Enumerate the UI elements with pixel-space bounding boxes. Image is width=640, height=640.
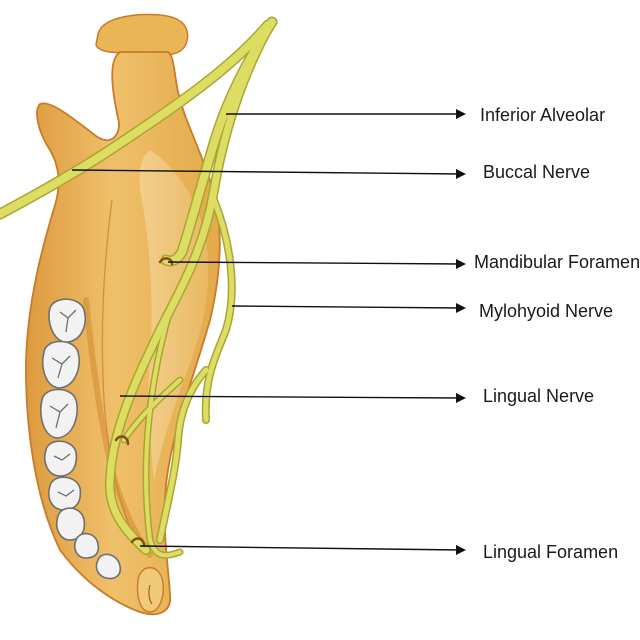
leader-mandibular-foramen — [167, 261, 463, 265]
molar-fissure — [49, 403, 69, 429]
inner-border — [101, 199, 141, 551]
buccal-nerve-fill — [0, 21, 272, 218]
arrowhead — [456, 545, 466, 555]
arrowhead — [456, 109, 466, 119]
incisive-branch-fill — [144, 308, 182, 558]
label-lingual-nerve: Lingual Nerve — [483, 386, 594, 406]
nerve-bundle — [0, 16, 278, 559]
mental-tubercle-mark — [148, 584, 153, 605]
leader-lines — [71, 109, 466, 555]
teeth-row — [40, 298, 122, 580]
molar-fissure — [51, 355, 71, 379]
arrowhead — [456, 259, 466, 269]
label-buccal-nerve: Buccal Nerve — [483, 162, 590, 182]
label-inferior-alveolar: Inferior Alveolar — [480, 105, 605, 125]
mylohyoid-branch-fill — [157, 367, 209, 543]
lingual-nerve-fill — [106, 18, 276, 554]
leader-buccal-nerve — [71, 169, 463, 175]
premolar-fissure — [57, 489, 75, 497]
leader-mylohyoid-nerve — [231, 305, 463, 309]
labels: Inferior Alveolar Buccal Nerve Mandibula… — [474, 105, 640, 562]
label-lingual-foramen: Lingual Foramen — [483, 542, 618, 562]
mental-tubercle — [136, 567, 164, 613]
leader-lingual-nerve — [119, 395, 463, 399]
condyle-head — [95, 13, 189, 56]
foramen-marker — [114, 435, 130, 446]
molar-tooth — [42, 340, 80, 389]
label-mandibular-foramen: Mandibular Foramen — [474, 252, 640, 272]
mylohyoid-nerve-fill — [203, 197, 235, 423]
leader-lingual-foramen — [139, 545, 463, 551]
premolar-fissure — [53, 453, 71, 461]
inferior-alveolar-nerve-fill — [162, 18, 276, 265]
molar-fissure — [59, 309, 77, 333]
arrowhead — [456, 393, 466, 403]
incisor-tooth — [73, 532, 100, 559]
incisor-tooth — [95, 553, 122, 580]
arrowhead — [456, 303, 466, 313]
premolar-tooth — [48, 476, 82, 511]
arrowhead — [456, 169, 466, 179]
label-mylohyoid-nerve: Mylohyoid Nerve — [479, 301, 613, 321]
lingual-foramen-marker — [130, 537, 146, 548]
